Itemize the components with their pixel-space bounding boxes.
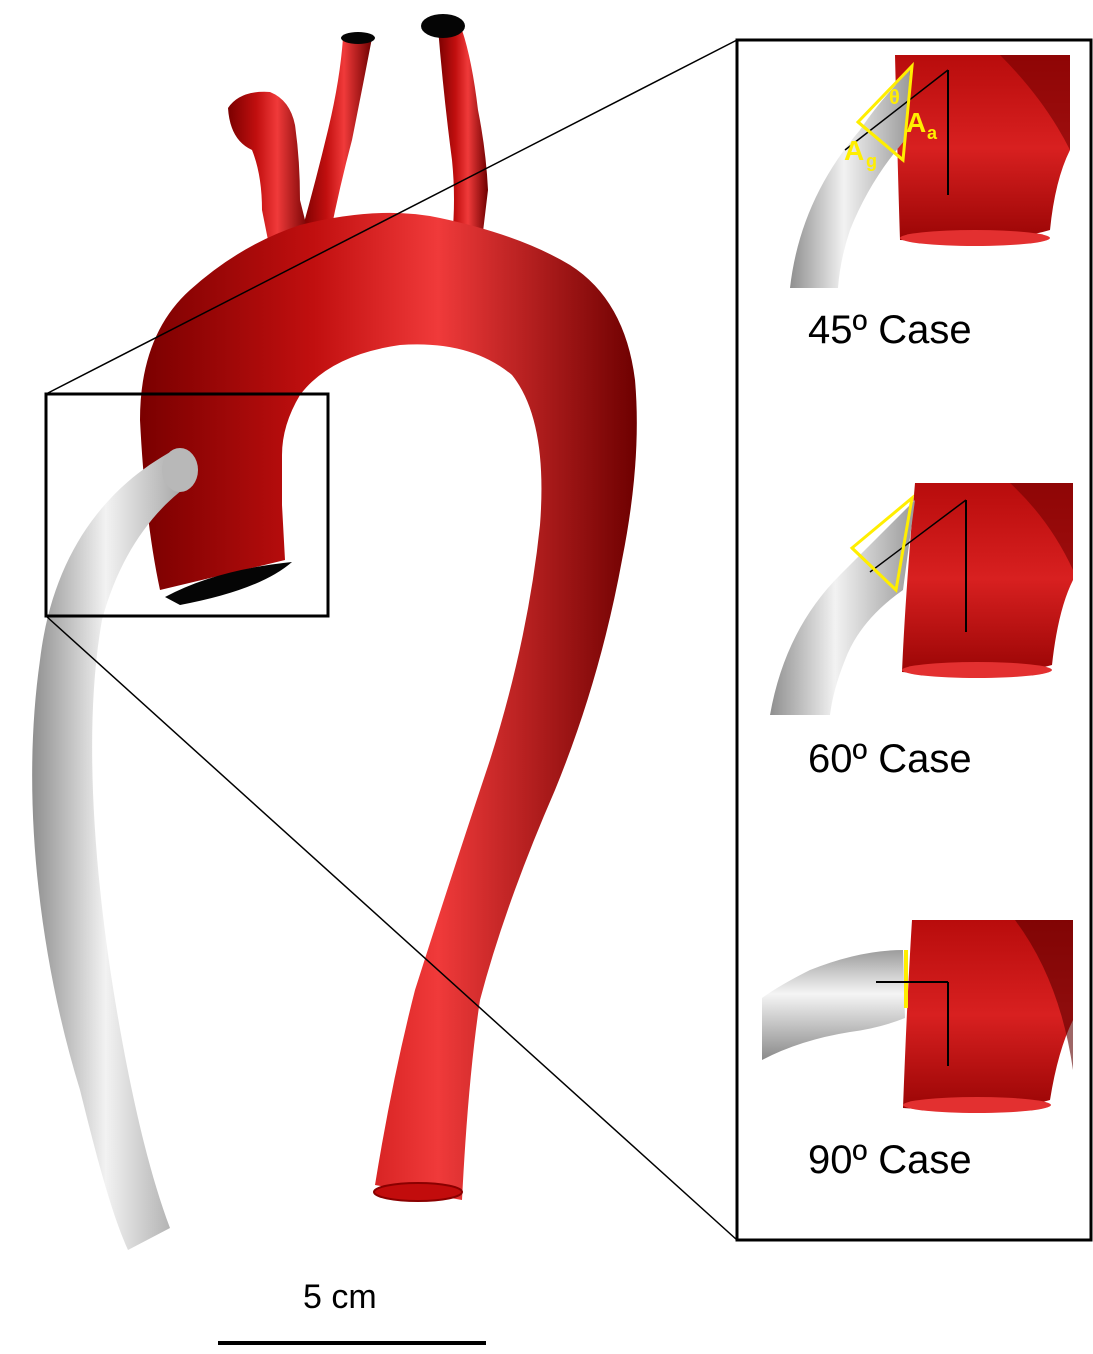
- left-subclavian-artery: [438, 28, 488, 240]
- scale-bar-label: 5 cm: [303, 1278, 377, 1317]
- left-common-carotid-outlet: [341, 32, 375, 44]
- case-label-45: 45º Case: [808, 308, 972, 353]
- area-aorta-symbol: A: [906, 107, 926, 138]
- area-graft-symbol: A: [844, 135, 864, 166]
- theta-symbol: θ: [889, 87, 900, 109]
- descending-aorta-outlet: [374, 1183, 462, 1201]
- graft-anastomosis: [162, 448, 198, 492]
- case-label-90: 90º Case: [808, 1138, 972, 1183]
- left-subclavian-outlet: [421, 14, 465, 38]
- left-common-carotid-artery: [302, 38, 372, 235]
- area-graft-subscript: g: [866, 151, 877, 171]
- case-label-60: 60º Case: [808, 737, 972, 782]
- aortic-arch: [140, 213, 637, 1200]
- area-aorta-subscript: a: [927, 123, 938, 143]
- aorta-model: [32, 14, 637, 1250]
